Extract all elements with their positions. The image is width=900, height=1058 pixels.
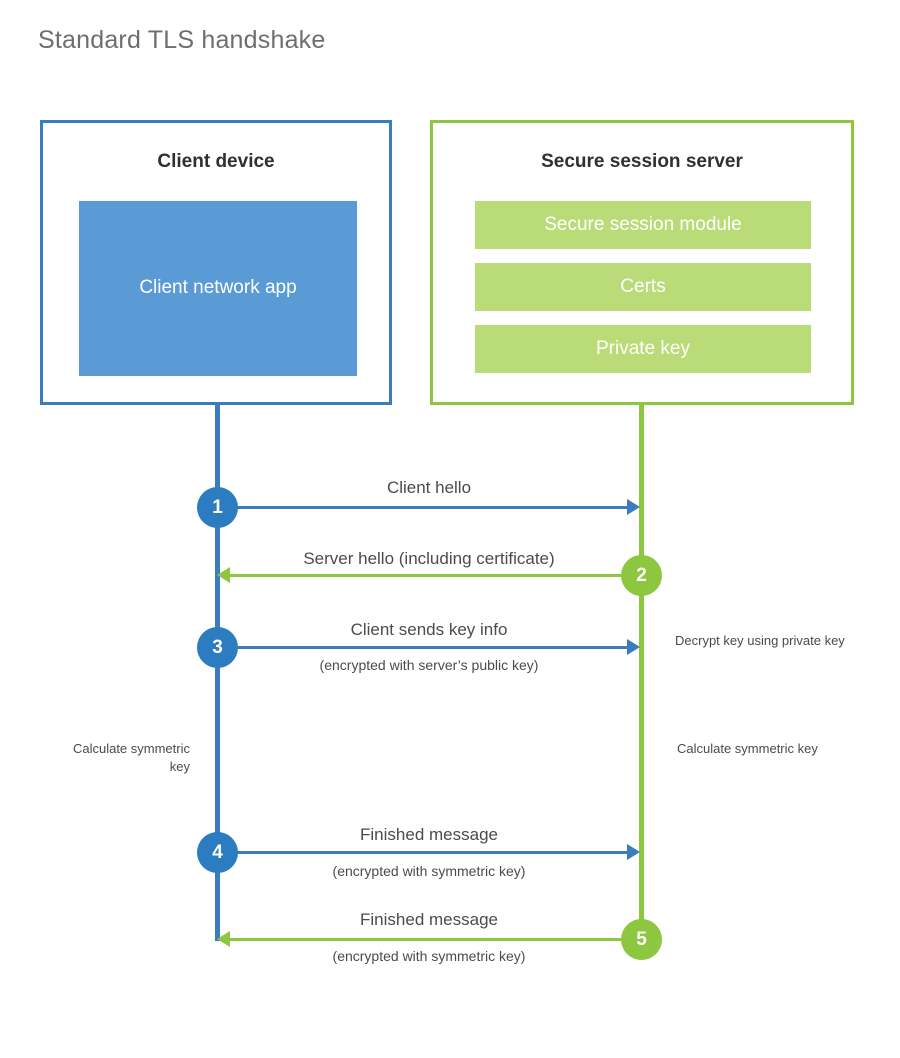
step-badge-4: 4: [197, 832, 238, 873]
client-device-box: Client device Client network app: [40, 120, 392, 405]
decrypt-key-note: Decrypt key using private key: [675, 633, 845, 648]
client-lifeline: [215, 405, 220, 941]
step-4-sublabel: (encrypted with symmetric key): [332, 863, 526, 879]
client-calculate-symmetric-key-note: Calculate symmetric key: [72, 741, 190, 774]
server-module-certs: Certs: [475, 263, 811, 311]
secure-session-server-title: Secure session server: [541, 151, 743, 172]
server-module-list: Secure session module Certs Private key: [475, 201, 811, 373]
step-4-label: Finished message: [360, 825, 498, 844]
step-4-arrow-head-icon: [627, 844, 640, 860]
step-2-label: Server hello (including certificate): [303, 549, 555, 568]
step-badge-3: 3: [197, 627, 238, 668]
step-2-arrow-line: [230, 574, 642, 577]
step-badge-1: 1: [197, 487, 238, 528]
step-5-arrow-head-icon: [217, 931, 230, 947]
step-3-sublabel: (encrypted with server’s public key): [319, 657, 539, 673]
step-3-arrow-line: [217, 646, 629, 649]
client-network-app-block: Client network app: [79, 201, 357, 376]
step-5-label: Finished message: [360, 910, 498, 929]
step-1-label: Client hello: [386, 478, 472, 497]
client-device-title: Client device: [157, 151, 275, 172]
step-1-arrow-head-icon: [627, 499, 640, 515]
server-module-private-key: Private key: [475, 325, 811, 373]
server-module-secure-session-module: Secure session module: [475, 201, 811, 249]
step-badge-5: 5: [621, 919, 662, 960]
step-2-arrow-head-icon: [217, 567, 230, 583]
secure-session-server-box: Secure session server Secure session mod…: [430, 120, 854, 405]
step-5-arrow-line: [230, 938, 642, 941]
step-3-label: Client sends key info: [350, 620, 508, 639]
page-title: Standard TLS handshake: [38, 26, 326, 54]
server-lifeline: [639, 405, 644, 940]
step-badge-2: 2: [621, 555, 662, 596]
step-3-arrow-head-icon: [627, 639, 640, 655]
step-1-arrow-line: [217, 506, 629, 509]
server-calculate-symmetric-key-note: Calculate symmetric key: [677, 741, 818, 756]
step-5-sublabel: (encrypted with symmetric key): [332, 948, 526, 964]
step-4-arrow-line: [217, 851, 629, 854]
